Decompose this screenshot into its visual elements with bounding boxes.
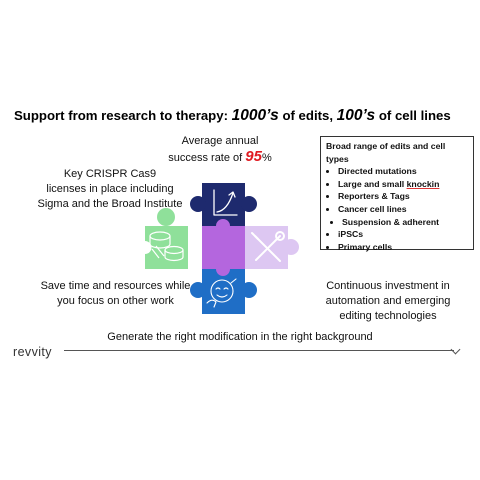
navy-piece-tab-left [190, 196, 206, 212]
footer-caption: Generate the right modification in the r… [107, 331, 373, 343]
list-item: Cancer cell lines [338, 203, 468, 216]
blue-piece-shape [202, 269, 245, 314]
licenses-text: Key CRISPR Cas9 licenses in place includ… [10, 167, 210, 212]
rate-line: success rate of [168, 152, 246, 164]
puzzle-piece-purple [202, 219, 245, 276]
edits-count: 1000’s [231, 107, 279, 124]
chart-icon [213, 189, 238, 216]
face-icon [206, 278, 237, 308]
save-time-line: Save time and resources while [40, 280, 191, 292]
edits-box-title: Broad range of edits and cell types [326, 141, 446, 164]
purple-piece-tab-top [216, 219, 230, 233]
list-item: Primary cells [338, 241, 468, 254]
investment-text: Continuous investment in automation and … [300, 279, 476, 324]
investment-line: editing technologies [339, 310, 437, 322]
headline-text: of edits, [278, 108, 337, 123]
list-item: iPSCs [338, 228, 468, 241]
purple-piece-shape [202, 226, 245, 269]
list-item: Reporters & Tags [338, 190, 468, 203]
list-item: Directed mutations [338, 165, 468, 178]
tools-icon [251, 231, 285, 262]
navy-piece-shape [202, 183, 245, 226]
investment-line: Continuous investment in [326, 280, 450, 292]
investment-line: automation and emerging [325, 295, 451, 307]
licenses-line: Key CRISPR Cas9 [63, 168, 157, 180]
edits-sublist: Suspension & adherent [326, 216, 468, 229]
save-time-text: Save time and resources while you focus … [8, 279, 223, 309]
licenses-line: licenses in place including [46, 183, 174, 195]
blue-piece-tab-right [241, 282, 257, 298]
list-item-text: knockin [406, 178, 440, 189]
brand-logo: revvity [13, 345, 52, 359]
success-rate-text: Average annual success rate of 95% [150, 133, 290, 166]
licenses-line: Sigma and the Broad Institute [37, 198, 183, 210]
headline-text: Support from research to therapy: [14, 108, 232, 123]
footer-rule [64, 350, 454, 351]
list-item-text: Large and small [338, 178, 407, 189]
purple-piece-tab-bottom [216, 262, 230, 276]
list-item: Large and small knockin [338, 178, 468, 191]
headline: Support from research to therapy: 1000’s… [14, 107, 474, 125]
edits-list: iPSCs Primary cells [326, 228, 468, 253]
puzzle-piece-navy [190, 183, 257, 226]
rate-line: Average annual [181, 135, 259, 147]
lines-count: 100’s [336, 107, 376, 124]
save-time-line: you focus on other work [57, 295, 174, 307]
lavender-piece-tab [283, 239, 299, 255]
rate-value: 95 [245, 148, 262, 165]
edits-list: Directed mutations Large and small knock… [326, 165, 468, 215]
edits-box: Broad range of edits and cell types Dire… [320, 136, 474, 253]
rate-suffix: % [261, 152, 272, 164]
blue-piece-tab-left [190, 282, 206, 298]
puzzle-piece-lavender [245, 226, 299, 269]
green-piece-tab [157, 208, 175, 226]
pills-icon [149, 231, 184, 262]
navy-piece-tab-right [241, 196, 257, 212]
headline-text: of cell lines [375, 108, 451, 123]
list-subitem: Suspension & adherent [342, 216, 468, 229]
puzzle-piece-blue [190, 269, 257, 314]
